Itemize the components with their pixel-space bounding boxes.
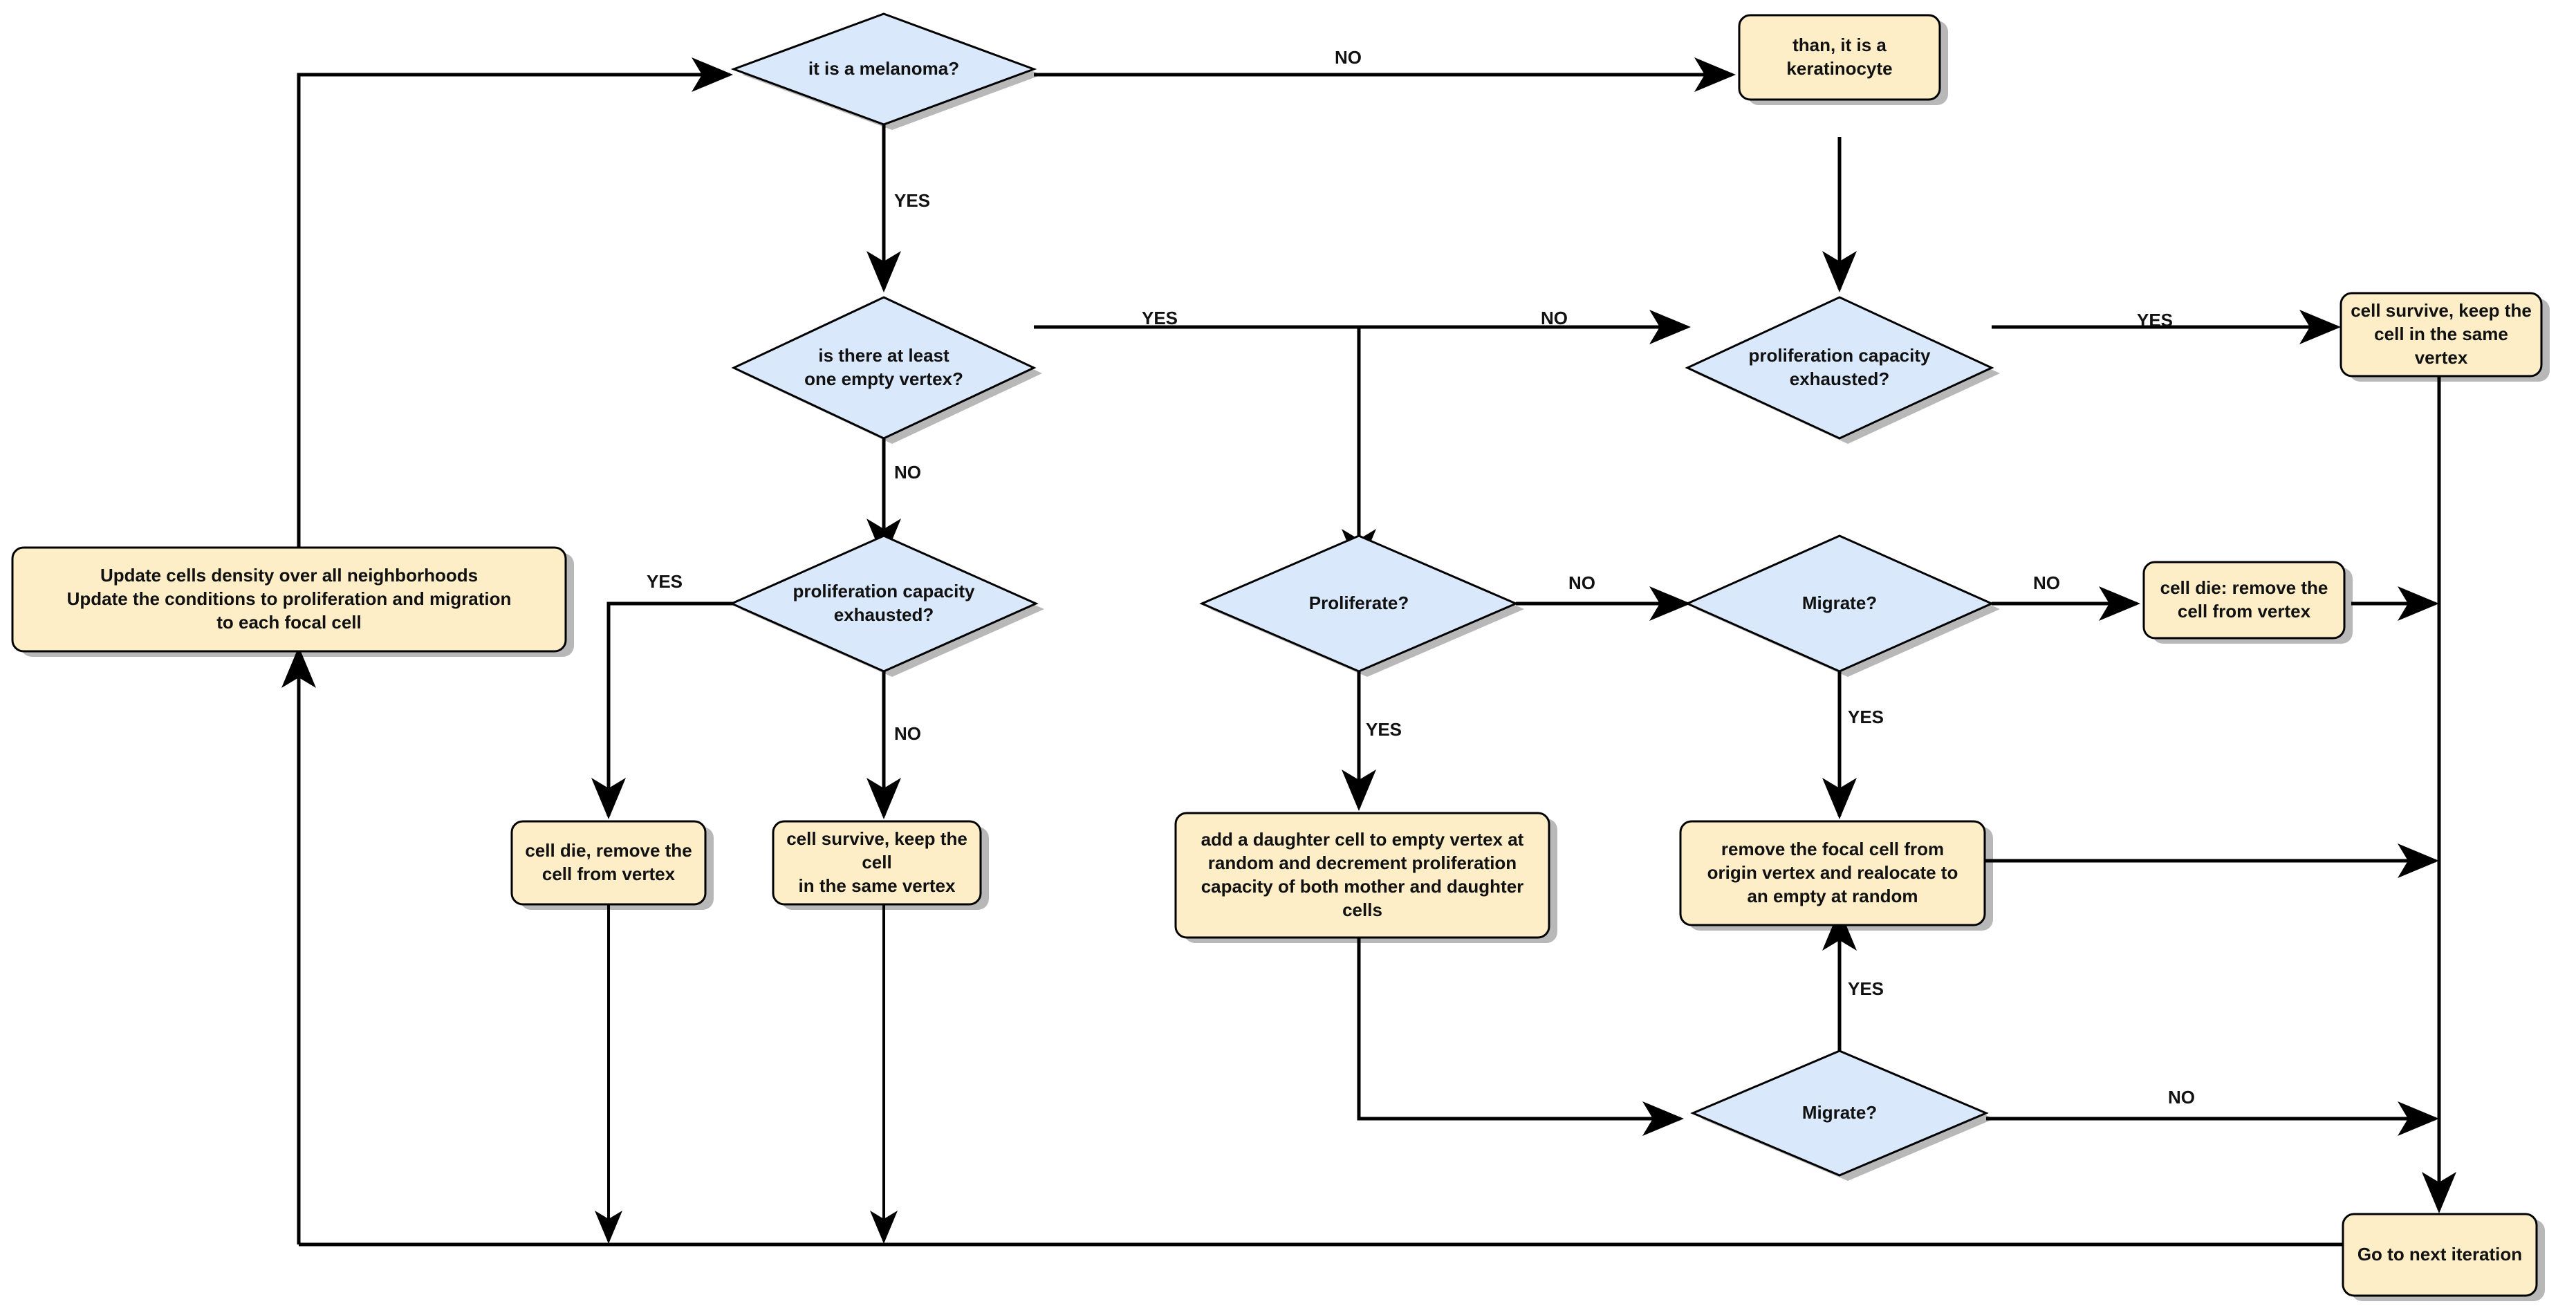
node-die-mid[interactable]	[2142, 561, 2346, 640]
edge-label-migrate-mid-yes: YES	[1848, 707, 1884, 727]
node-prolif-top[interactable]	[1685, 296, 1994, 440]
edge-label-migrate-bottom-yes: YES	[1848, 978, 1884, 999]
node-migrate-bottom[interactable]	[1690, 1050, 1989, 1177]
node-empty-vertex[interactable]	[731, 296, 1037, 440]
edge-label-empty-no-right: NO	[1541, 308, 1568, 328]
node-migrate-mid[interactable]	[1685, 534, 1994, 673]
node-next-iteration[interactable]	[2342, 1213, 2538, 1297]
edge-return-to-melanoma	[297, 57, 733, 1244]
node-update-density[interactable]	[11, 546, 567, 653]
node-layer	[11, 12, 2550, 1301]
node-is-melanoma[interactable]	[730, 12, 1037, 126]
edge-label-melanoma-no: NO	[1335, 47, 1362, 68]
node-survive-left[interactable]	[772, 820, 982, 906]
edge-label-proliferate-yes: YES	[1366, 719, 1402, 740]
node-relocate[interactable]	[1679, 820, 1986, 926]
edge-label-migrate-mid-no: NO	[2033, 572, 2060, 593]
edge-label-migrate-bottom-no: NO	[2168, 1087, 2195, 1108]
edge-label-prolif-top-yes: YES	[2137, 310, 2174, 330]
node-prolif-left[interactable]	[729, 534, 1039, 673]
edge-label-prolif-left-yes: YES	[647, 571, 683, 592]
node-keratinocyte[interactable]	[1738, 14, 1941, 101]
edge-label-melanoma-yes: YES	[894, 190, 931, 211]
node-proliferate[interactable]	[1199, 534, 1519, 673]
node-add-daughter[interactable]	[1174, 812, 1550, 939]
edge-label-prolif-left-no: NO	[894, 723, 921, 744]
edge-add-daughter-to-migrate-bottom	[1357, 933, 1684, 1136]
edge-label-empty-yes: YES	[1142, 308, 1178, 328]
edge-prolif-left-yes	[591, 601, 752, 819]
edge-label-empty-no-down: NO	[894, 462, 921, 483]
edge-label-proliferate-no: NO	[1568, 572, 1595, 593]
node-die-left[interactable]	[510, 820, 707, 906]
node-survive-top[interactable]	[2339, 292, 2543, 377]
edge-layer	[281, 57, 2456, 1247]
